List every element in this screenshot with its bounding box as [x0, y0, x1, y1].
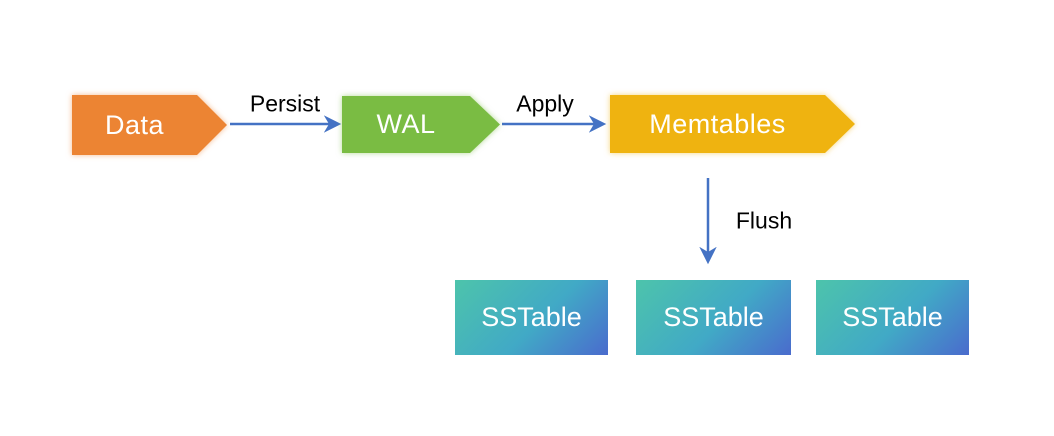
wal-shape: WAL	[342, 96, 500, 153]
data-label: Data	[104, 109, 165, 140]
apply-edge-label: Apply	[516, 90, 574, 117]
flush-edge-label: Flush	[735, 207, 793, 234]
sstable-box-1: SSTable	[455, 280, 608, 355]
node-wal: WAL	[342, 96, 500, 153]
sstable-label-1: SSTable	[481, 302, 582, 332]
memtables-shape: Memtables	[610, 95, 855, 153]
sstable-box-3: SSTable	[816, 280, 969, 355]
sstable-label-3: SSTable	[842, 302, 943, 332]
wal-label: WAL	[376, 109, 436, 139]
data-shape: Data	[72, 95, 227, 155]
sstable-label-2: SSTable	[663, 302, 764, 332]
node-memtables: Memtables	[610, 95, 855, 153]
node-data: Data	[72, 95, 227, 155]
memtables-label: Memtables	[649, 108, 786, 139]
sstable-box-2: SSTable	[636, 280, 791, 355]
persist-edge-label: Persist	[249, 90, 321, 117]
